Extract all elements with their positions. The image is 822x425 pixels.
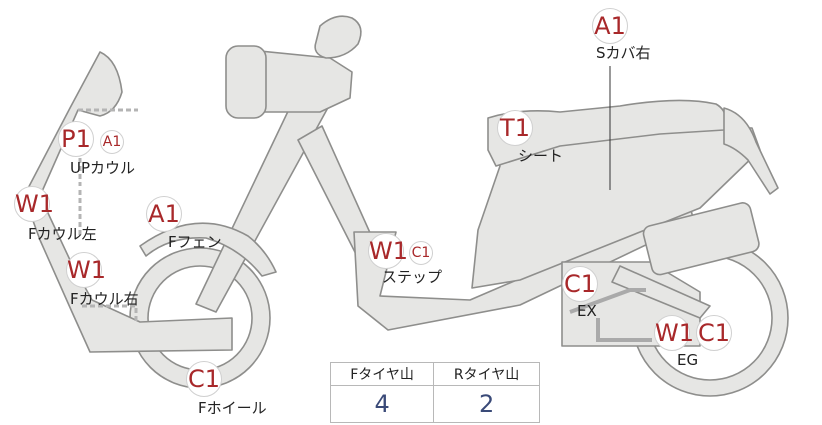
- badge-s-cover-right: A1: [592, 8, 628, 44]
- header-rear-tire: Rタイヤ山: [433, 362, 540, 386]
- label-f-fender: Fフェン: [168, 233, 222, 251]
- table-header-row: Fタイヤ山 Rタイヤ山: [329, 362, 540, 386]
- label-f-cowl-right: Fカウル右: [70, 290, 139, 308]
- badge-seat: T1: [497, 110, 533, 146]
- badge-up-cowl-p1: P1: [58, 121, 94, 157]
- badge-step-w1: W1: [368, 233, 408, 269]
- headlight: [225, 45, 267, 119]
- badge-engine-w1: W1: [654, 315, 694, 351]
- rear-tail: [723, 107, 779, 195]
- value-front-tire: 4: [329, 385, 435, 423]
- badge-f-wheel: C1: [186, 361, 222, 397]
- value-rear-tire: 2: [433, 385, 540, 423]
- badge-f-cowl-right: W1: [66, 252, 106, 288]
- label-step: ステップ: [382, 268, 443, 286]
- badge-engine-c1: C1: [696, 315, 732, 351]
- swingarm: [611, 265, 711, 319]
- mirror: [314, 15, 362, 59]
- label-s-cover-right: Sカバ右: [596, 44, 651, 62]
- cowl-dash-lower: [82, 304, 138, 322]
- badge-step-c1: C1: [409, 241, 433, 265]
- badge-f-fender: A1: [146, 196, 182, 232]
- rear-shock-box: [642, 202, 760, 276]
- badge-exhaust: C1: [562, 266, 598, 302]
- badge-f-cowl-left: W1: [14, 186, 54, 222]
- label-f-wheel: Fホイール: [198, 399, 267, 417]
- exhaust-pipe: [569, 288, 646, 314]
- label-engine: EG: [677, 351, 699, 369]
- label-exhaust: EX: [577, 302, 597, 320]
- label-seat: シート: [518, 147, 564, 165]
- label-up-cowl: UPカウル: [70, 159, 136, 177]
- label-f-cowl-left: Fカウル左: [28, 225, 97, 243]
- header-front-tire: Fタイヤ山: [329, 362, 435, 386]
- badge-up-cowl-a1: A1: [100, 130, 124, 154]
- table-value-row: 4 2: [329, 385, 540, 423]
- tire-tread-table: Fタイヤ山 Rタイヤ山 4 2: [329, 362, 540, 423]
- front-fender: [139, 222, 277, 277]
